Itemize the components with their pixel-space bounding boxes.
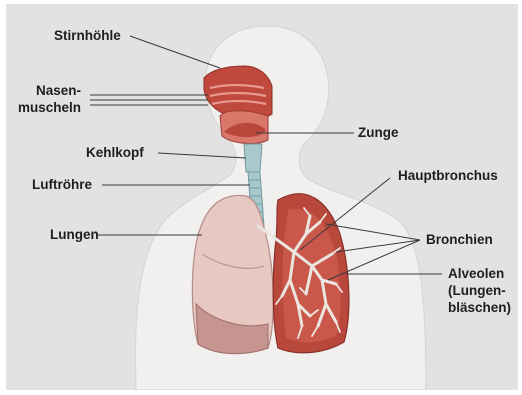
label-alveolen-line1: Alveolen — [448, 266, 504, 282]
label-luftroehre: Luftröhre — [32, 177, 92, 193]
label-nasenmuscheln-line1: Nasen- — [36, 83, 81, 99]
label-lungen: Lungen — [50, 227, 99, 243]
label-stirnhoehle: Stirnhöhle — [54, 28, 121, 44]
label-nasenmuscheln-line2: muscheln — [18, 100, 81, 116]
leader-kehlkopf — [158, 153, 246, 158]
label-hauptbronchus: Hauptbronchus — [398, 168, 498, 184]
label-zunge: Zunge — [358, 125, 399, 141]
larynx — [244, 144, 262, 172]
label-alveolen-line3: bläschen) — [448, 300, 511, 316]
label-alveolen-line2: (Lungen- — [448, 283, 506, 299]
label-bronchien: Bronchien — [426, 232, 493, 248]
label-kehlkopf: Kehlkopf — [86, 145, 144, 161]
diagram-canvas: Stirnhöhle Nasen- muscheln Kehlkopf Luft… — [6, 4, 518, 390]
respiratory-system-illustration — [6, 4, 518, 390]
leader-stirnhoehle — [130, 36, 220, 68]
